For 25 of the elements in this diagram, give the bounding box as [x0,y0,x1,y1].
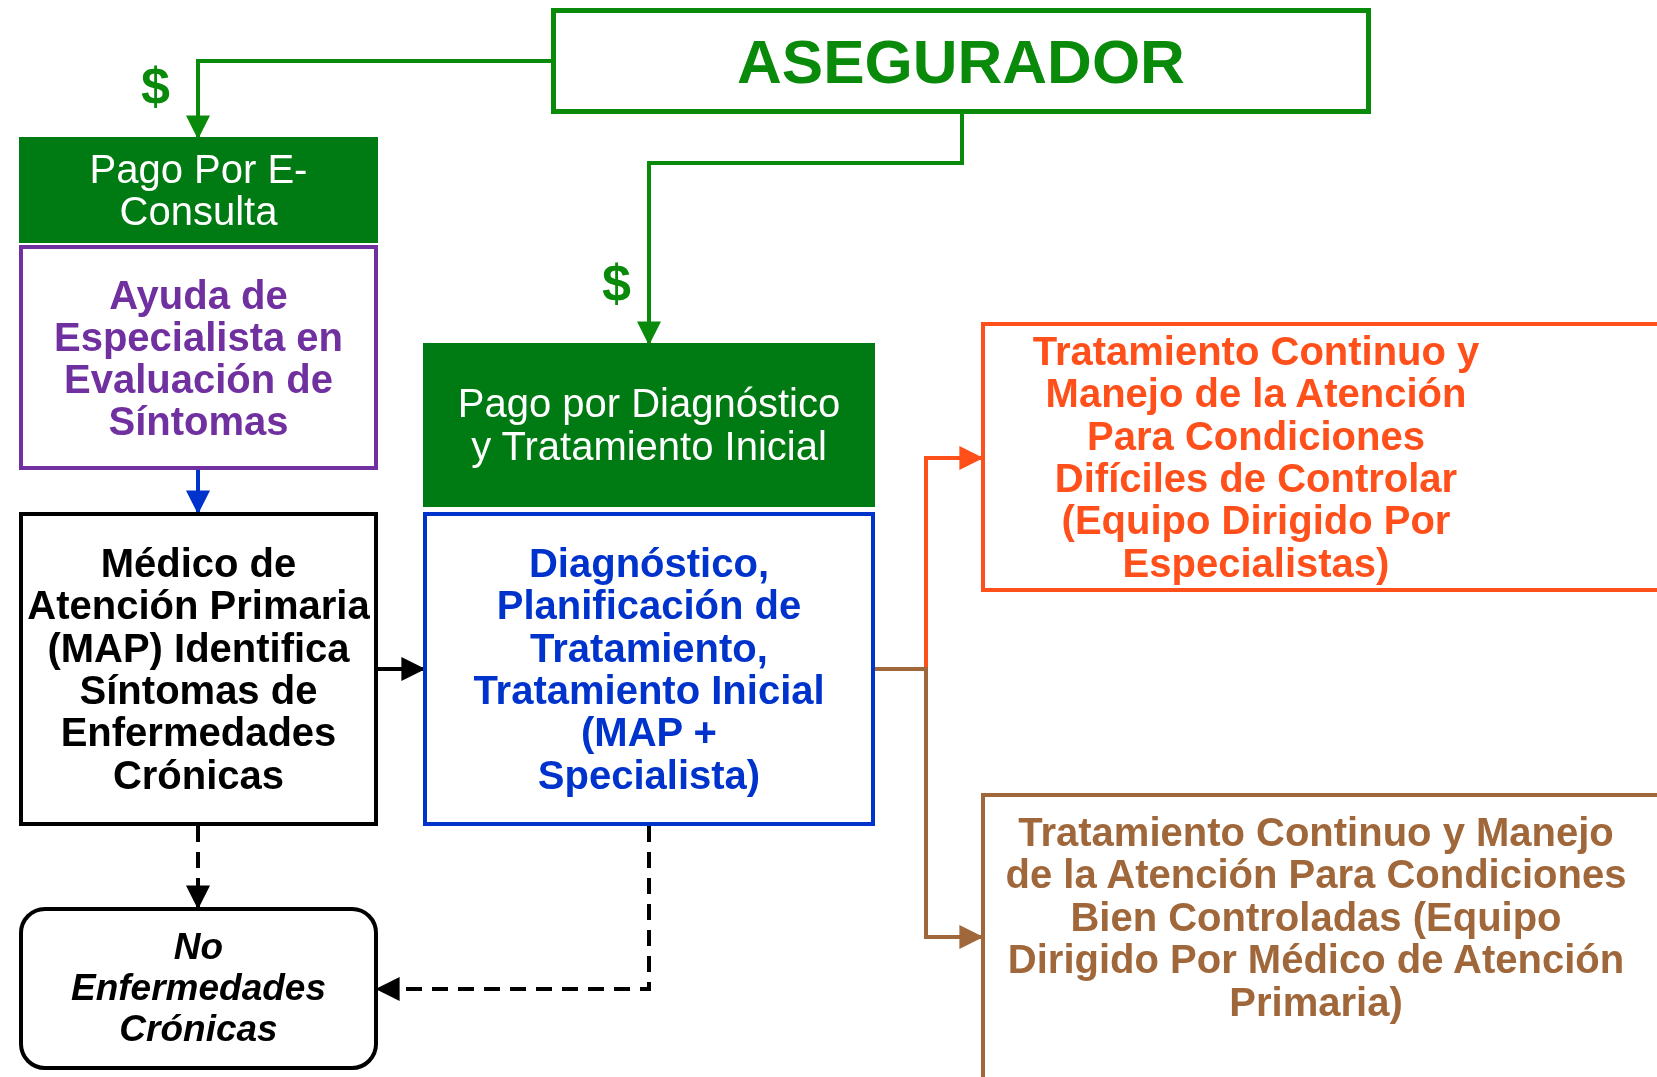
box-text: Médico de Atención Primaria (MAP) Identifica Síntomas de Enfermedades Crónicas [26,541,371,797]
process-box [19,512,378,826]
arrow [186,59,551,140]
box-text: No Enfermedades Crónicas [70,927,327,1050]
arrow [875,667,984,949]
arrow [186,826,210,910]
box-text: Diagnóstico, Planificación de Tratamiento, Tratamiento Inicial (MAP + Specialista) [472,541,826,797]
header-text: Pago Por E-Consulta [88,148,309,232]
process-box [423,512,875,826]
arrow [186,470,210,515]
terminal-box [19,907,378,1070]
arrow [375,826,651,1001]
payment-header [423,343,875,507]
insurer-box [551,8,1371,114]
arrow [637,114,964,346]
outcome-box [981,322,1657,592]
arrow [378,657,426,681]
outcome-box [981,793,1657,1077]
process-box [19,245,378,470]
box-text: Tratamiento Continuo y Manejo de la Atención Para Condiciones Bien Controladas (Equipo Dirigido Por Médico de Atención Primaria) [1004,811,1628,1023]
payment-header [19,137,378,243]
box-text: Ayuda de Especialista en Evaluación de Síntomas [52,273,344,442]
box-text: Tratamiento Continuo y Manejo de la Atención Para Condiciones Difíciles de Controlar (Equipo Dirigido Por Especialistas) [1031,329,1481,585]
header-text: Pago por Diagnóstico y Tratamiento Inicial [456,381,842,469]
box-title: ASEGURADOR [737,25,1185,97]
